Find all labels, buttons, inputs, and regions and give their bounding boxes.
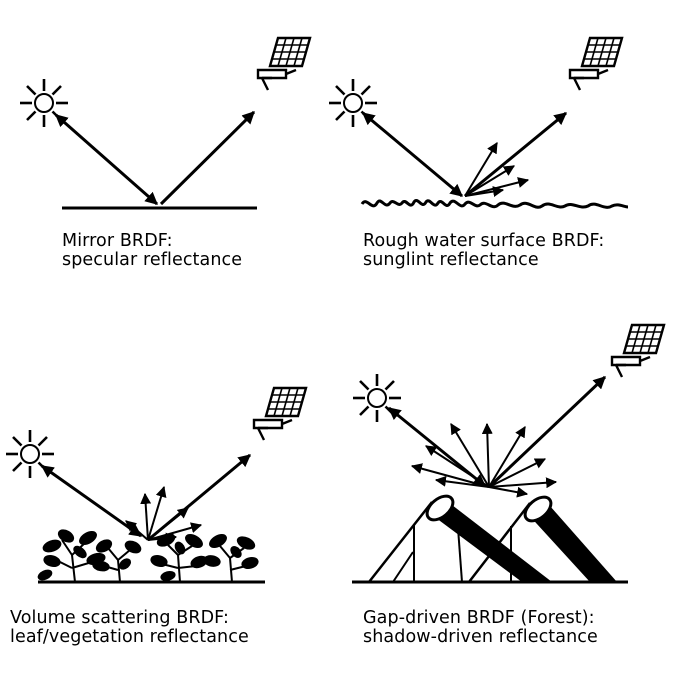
caption-subtitle: shadow-driven reflectance: [363, 627, 598, 647]
caption-title: Mirror BRDF:: [62, 231, 173, 251]
incident-ray: [55, 113, 158, 206]
caption-gap: Gap-driven BRDF (Forest): shadow-driven …: [363, 609, 598, 647]
panel-mirror: [20, 36, 312, 210]
caption-rough-water: Rough water surface BRDF: sunglint refle…: [363, 232, 604, 270]
scattered-rays: [125, 485, 203, 544]
tree-trunk-icon: [468, 495, 617, 583]
caption-volume: Volume scattering BRDF: leaf/vegetation …: [10, 609, 249, 647]
panel-rough-water: [329, 36, 629, 209]
plant-icon: [203, 534, 259, 583]
caption-subtitle: leaf/vegetation reflectance: [10, 627, 249, 647]
tree-trunk-icon: [368, 494, 552, 583]
sun-icon: [353, 374, 401, 422]
incident-ray: [362, 111, 463, 198]
satellite-icon: [256, 36, 312, 91]
scattered-rays: [410, 422, 558, 498]
caption-title: Rough water surface BRDF:: [363, 231, 605, 251]
incident-ray: [40, 464, 143, 538]
caption-title: Gap-driven BRDF (Forest):: [363, 608, 595, 628]
specular-ray: [159, 110, 256, 206]
panel-gap: [352, 323, 666, 584]
scattered-rays: [464, 142, 530, 197]
sun-icon: [6, 430, 54, 478]
specular-ray: [464, 111, 567, 198]
plant-icon: [92, 539, 142, 583]
satellite-icon: [252, 386, 308, 441]
plant-icon: [37, 529, 106, 583]
caption-subtitle: sunglint reflectance: [363, 250, 539, 270]
water-surface: [360, 199, 629, 209]
caption-title: Volume scattering BRDF:: [10, 608, 229, 628]
panel-volume: [6, 386, 308, 584]
caption-subtitle: specular reflectance: [62, 250, 243, 270]
caption-mirror: Mirror BRDF: specular reflectance: [62, 232, 242, 270]
satellite-icon: [610, 323, 666, 378]
satellite-icon: [568, 36, 624, 91]
reflected-ray: [487, 375, 607, 489]
